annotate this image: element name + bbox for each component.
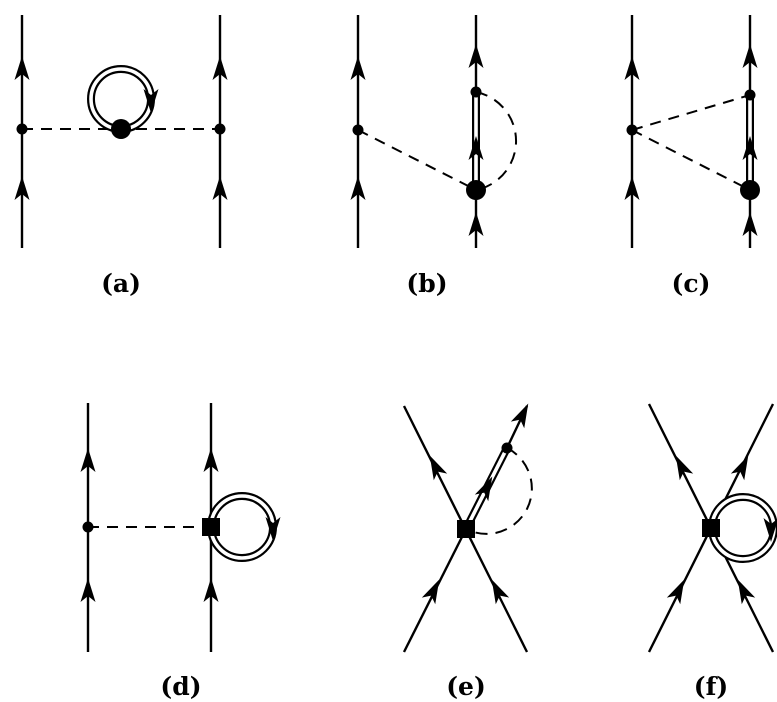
- dashed-arc: [475, 91, 518, 191]
- large-vertex-dot: [466, 180, 486, 200]
- contact-vertex-square: [457, 520, 475, 538]
- vertex-dot: [214, 123, 226, 135]
- panel-c: (c): [624, 15, 760, 298]
- arrow-up-right-icon: [421, 576, 446, 605]
- large-vertex-dot: [111, 119, 131, 139]
- arrow-up-left-icon: [485, 576, 510, 605]
- arrow-up-left-icon: [423, 452, 448, 481]
- panel-label: (c): [672, 269, 711, 298]
- panel-label: (b): [406, 269, 447, 298]
- arrow-up-right-icon: [510, 400, 535, 429]
- vertex-dot: [626, 124, 638, 136]
- panel-label: (e): [446, 672, 486, 701]
- arrow-up-left-icon: [669, 452, 694, 481]
- arrow-up-right-icon: [666, 576, 691, 605]
- interaction-dashed-line: [631, 129, 751, 191]
- large-vertex-dot: [740, 180, 760, 200]
- interaction-dashed-line: [631, 94, 751, 131]
- panel-e: (e): [402, 400, 535, 701]
- contact-vertex-square: [202, 518, 220, 536]
- panel-d: (d): [80, 403, 281, 701]
- vertex-dot: [82, 521, 94, 533]
- panel-label: (f): [694, 672, 728, 701]
- vertex-dot: [352, 124, 364, 136]
- contact-vertex-square: [702, 519, 720, 537]
- panel-label: (a): [101, 269, 141, 298]
- interaction-dashed-line: [357, 129, 477, 191]
- vertex-dot: [470, 86, 482, 98]
- vertex-dot: [16, 123, 28, 135]
- arrow-up-left-icon: [731, 576, 756, 605]
- panel-label: (d): [160, 672, 201, 701]
- arrow-up-right-icon: [730, 452, 755, 481]
- panel-f: (f): [647, 403, 777, 701]
- panel-a: (a): [14, 15, 228, 298]
- dashed-arc: [465, 447, 533, 535]
- panel-b: (b): [350, 15, 518, 298]
- vertex-dot: [744, 89, 756, 101]
- vertex-dot: [501, 442, 513, 454]
